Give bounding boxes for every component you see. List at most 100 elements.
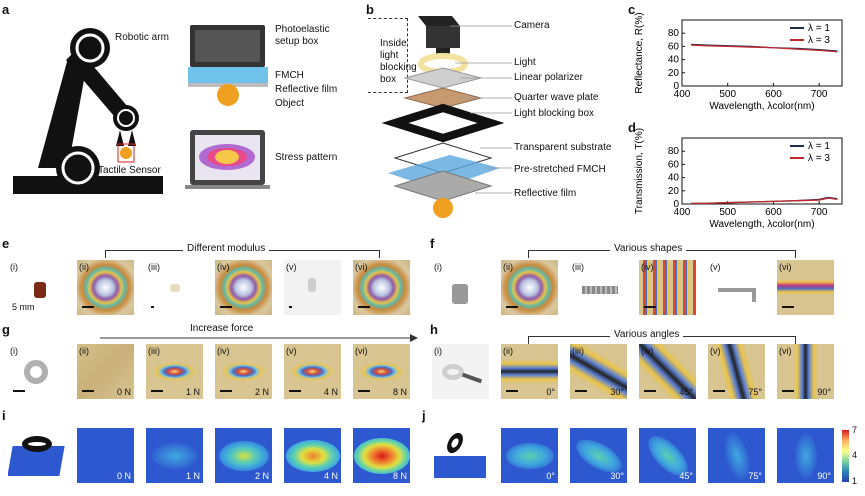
- x-axis-label: Wavelength, λcolor(nm): [709, 219, 814, 230]
- fmch-label: FMCH: [275, 70, 304, 81]
- roman: (iv): [217, 262, 230, 272]
- scale-bar: [575, 390, 587, 392]
- force-label: 1 N: [185, 471, 200, 481]
- model-block: [434, 456, 486, 478]
- roman: (vi): [779, 346, 792, 356]
- panel-label-b: b: [366, 2, 374, 17]
- y-axis-label: Transmission, T(%): [634, 128, 645, 214]
- panel-label-f: f: [430, 236, 435, 251]
- f-tile-1: (i): [432, 260, 489, 315]
- header-increase-force: Increase force: [190, 323, 254, 334]
- angle-label: 30°: [610, 471, 624, 481]
- g-tile-6: (vi)8 N: [353, 344, 410, 399]
- sample-screw: [582, 286, 618, 294]
- legend-label: λ = 1: [808, 23, 830, 34]
- legend-label: λ = 3: [808, 153, 830, 164]
- roman: (ii): [503, 346, 513, 356]
- stress-pattern-label: Stress pattern: [275, 152, 338, 163]
- camera-label: Camera: [514, 20, 550, 31]
- colorbar: [842, 430, 849, 482]
- y-tick-label: 20: [668, 186, 680, 197]
- i-sim-2: 1 N: [146, 428, 203, 483]
- photoelastic-label-2: setup box: [275, 36, 319, 47]
- y-axis-label: Reflectance, R(%): [634, 12, 645, 93]
- panel-label-d: d: [628, 120, 636, 135]
- roman: (v): [710, 346, 721, 356]
- j-sim-2: 30°: [570, 428, 627, 483]
- x-axis-label: Wavelength, λcolor(nm): [709, 101, 814, 112]
- f-tile-3: (iii): [570, 260, 627, 315]
- angle-label: 45°: [679, 387, 693, 397]
- x-tick-label: 600: [765, 89, 782, 100]
- roman: (i): [434, 346, 442, 356]
- panel-label-g: g: [2, 322, 10, 337]
- scale-bar: [13, 390, 25, 392]
- y-tick-label: 0: [673, 81, 679, 92]
- header-various-shapes: Various shapes: [610, 243, 687, 254]
- roman: (ii): [79, 346, 89, 356]
- sample-hex-key-bend: [752, 288, 756, 302]
- j-sim-5: 90°: [777, 428, 834, 483]
- y-tick-label: 40: [668, 173, 680, 184]
- model-ring: [443, 430, 467, 456]
- x-tick-label: 400: [674, 89, 691, 100]
- scale-bar: [506, 306, 518, 308]
- e-tile-1: (i) 5 mm: [8, 260, 65, 315]
- g-tile-1: (i): [8, 344, 65, 399]
- i-sim-3: 2 N: [215, 428, 272, 483]
- exploded-view-illustration: [381, 16, 505, 218]
- j-model-3d: [432, 428, 489, 483]
- roman: (vi): [355, 262, 368, 272]
- sample-bolt: [452, 284, 468, 304]
- g-tile-5: (v)4 N: [284, 344, 341, 399]
- e-tile-4: (iv): [215, 260, 272, 315]
- h-tile-5: (v)75°: [708, 344, 765, 399]
- y-tick-label: 80: [668, 28, 680, 39]
- y-tick-label: 80: [668, 146, 680, 157]
- i-sim-4: 4 N: [284, 428, 341, 483]
- scale-bar: [220, 390, 232, 392]
- j-sim-4: 75°: [708, 428, 765, 483]
- e-tile-5: (v): [284, 260, 341, 315]
- quarter-wave-plate-label: Quarter wave plate: [514, 92, 599, 103]
- angle-label: 0°: [546, 471, 555, 481]
- f-tile-6: (vi): [777, 260, 834, 315]
- sample-hex-key: [718, 288, 754, 292]
- scale-bar: [151, 306, 154, 308]
- stress-blob: [353, 437, 410, 474]
- series-line: [691, 44, 838, 53]
- e-tile-3: (iii): [146, 260, 203, 315]
- panel-label-c: c: [628, 2, 636, 17]
- plot-frame: [681, 137, 843, 205]
- panel-label-a: a: [2, 2, 10, 17]
- transparent-substrate-label: Transparent substrate: [514, 142, 612, 153]
- angle-label: 0°: [546, 387, 555, 397]
- force-label: 2 N: [254, 471, 269, 481]
- force-label: 0 N: [116, 471, 131, 481]
- x-tick-label: 400: [674, 207, 691, 218]
- roman: (iii): [572, 346, 584, 356]
- g-tile-2: (ii)0 N: [77, 344, 134, 399]
- scale-bar: [506, 390, 518, 392]
- g-tile-3: (iii)1 N: [146, 344, 203, 399]
- h-tile-4: (iv)45°: [639, 344, 696, 399]
- y-tick-label: 40: [668, 55, 680, 66]
- inside-label-3: blocking: [380, 62, 417, 73]
- roman: (v): [286, 346, 297, 356]
- roman: (ii): [79, 262, 89, 272]
- i-sim-1: 0 N: [77, 428, 134, 483]
- roman: (iii): [148, 262, 160, 272]
- roman: (ii): [503, 262, 513, 272]
- angle-label: 90°: [817, 387, 831, 397]
- y-tick-label: 60: [668, 41, 680, 52]
- x-tick-label: 700: [811, 89, 828, 100]
- x-tick-label: 600: [765, 207, 782, 218]
- h-tile-6: (vi) 90°: [777, 344, 834, 399]
- scale-bar: [358, 390, 370, 392]
- stress-blob: [151, 442, 198, 469]
- roman: (vi): [355, 346, 368, 356]
- stress-blob: [218, 440, 269, 471]
- sample-ring: [24, 360, 48, 384]
